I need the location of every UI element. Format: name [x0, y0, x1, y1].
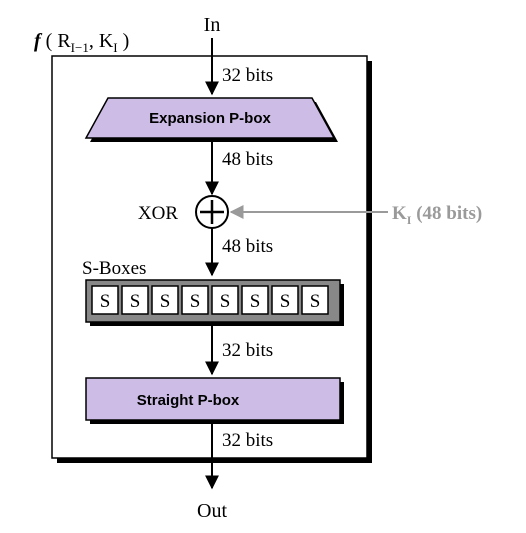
sbox-cell	[91, 285, 119, 315]
sbox-cell	[241, 285, 269, 315]
expansion-box-label: Expansion P-box	[149, 110, 271, 127]
sboxes-label: S-Boxes	[82, 258, 146, 279]
sbox-cell	[151, 285, 179, 315]
xor-label: XOR	[138, 203, 178, 224]
function-label: f ( RI−1, KI )	[34, 30, 129, 55]
straight-p-box	[85, 377, 341, 421]
bits-after-xor: 48 bits	[222, 236, 273, 257]
sbox-cell-label: S	[220, 291, 231, 312]
output-label: Out	[197, 500, 227, 522]
sbox-cell-label: S	[100, 291, 111, 312]
sbox-cell	[301, 285, 329, 315]
sbox-cell	[121, 285, 149, 315]
sbox-cell-label: S	[190, 291, 201, 312]
sbox-cell	[271, 285, 299, 315]
input-label: In	[204, 14, 221, 36]
bits-after-sboxes: 32 bits	[222, 340, 273, 361]
bits-after-input: 32 bits	[222, 65, 273, 86]
sbox-cell-label: S	[310, 291, 321, 312]
sbox-cell-label: S	[130, 291, 141, 312]
expansion-p-box	[84, 97, 336, 139]
key-label: KI (48 bits)	[392, 203, 482, 227]
sbox-cell	[211, 285, 239, 315]
bits-after-expansion: 48 bits	[222, 149, 273, 170]
sbox-cell-label: S	[160, 291, 171, 312]
bits-after-straight: 32 bits	[222, 430, 273, 451]
sbox-cell-label: S	[280, 291, 291, 312]
sbox-cell	[181, 285, 209, 315]
straight-box-label: Straight P-box	[137, 392, 240, 409]
sbox-cell-label: S	[250, 291, 261, 312]
